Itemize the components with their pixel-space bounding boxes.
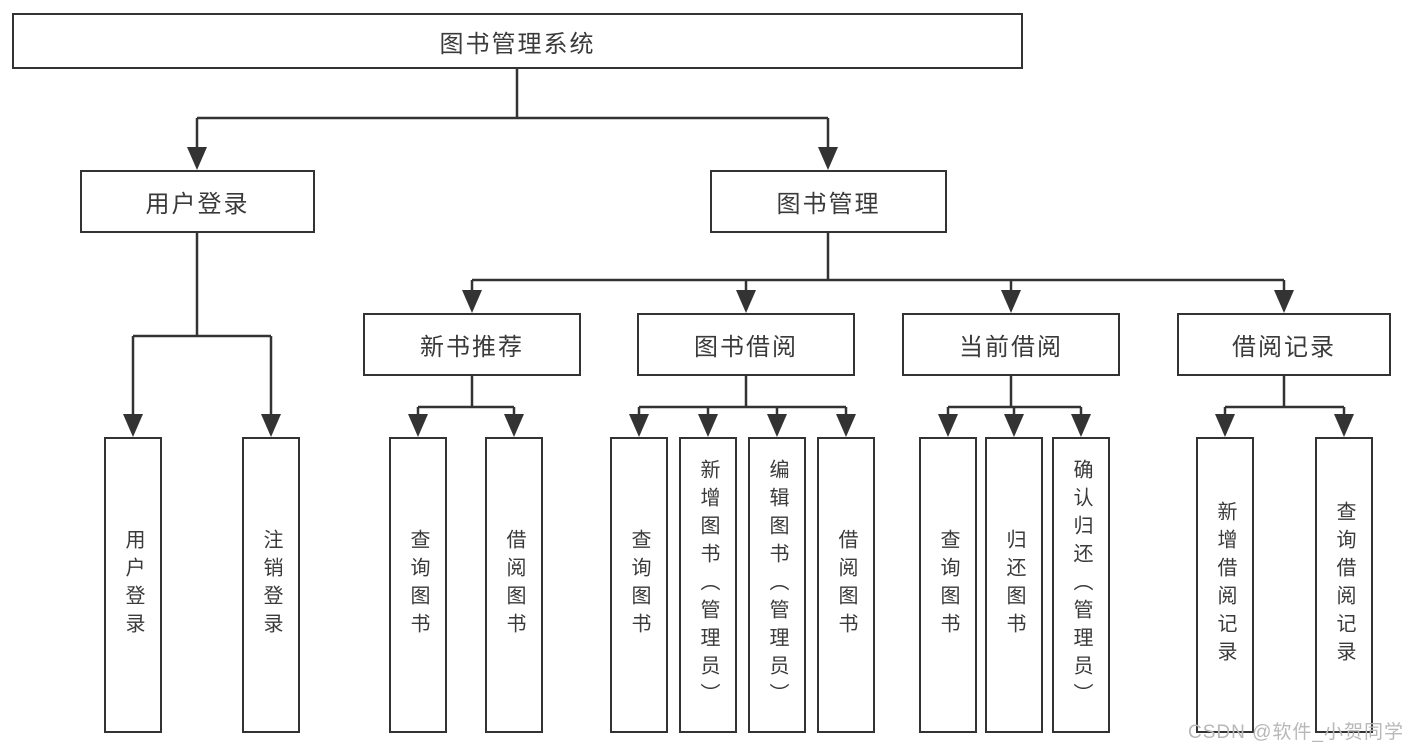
leaf-user-login: 用户登录 bbox=[104, 437, 162, 733]
node-book-management: 图书管理 bbox=[710, 170, 947, 233]
leaf-return-books-label: 归还图书 bbox=[1003, 529, 1025, 641]
node-user-login-label: 用户登录 bbox=[145, 191, 250, 218]
leaf-borrow-books-recommend-label: 借阅图书 bbox=[503, 529, 525, 641]
node-current-borrowing: 当前借阅 bbox=[902, 313, 1120, 376]
leaf-query-books-borrowing-label: 查询图书 bbox=[628, 529, 650, 641]
leaf-add-book-admin-label: 新增图书（管理员） bbox=[697, 459, 719, 711]
leaf-add-borrow-record: 新增借阅记录 bbox=[1196, 437, 1254, 733]
leaf-confirm-return-admin: 确认归还（管理员） bbox=[1052, 437, 1110, 733]
node-new-book-recommend-label: 新书推荐 bbox=[420, 334, 524, 361]
leaf-logout-label: 注销登录 bbox=[260, 529, 282, 641]
leaf-borrow-books-recommend: 借阅图书 bbox=[485, 437, 543, 733]
node-new-book-recommend: 新书推荐 bbox=[363, 313, 581, 376]
leaf-query-borrow-record: 查询借阅记录 bbox=[1315, 437, 1373, 733]
node-book-borrowing: 图书借阅 bbox=[637, 313, 855, 376]
leaf-edit-book-admin-label: 编辑图书（管理员） bbox=[766, 459, 788, 711]
leaf-edit-book-admin: 编辑图书（管理员） bbox=[748, 437, 806, 733]
leaf-logout: 注销登录 bbox=[242, 437, 300, 733]
node-root-label: 图书管理系统 bbox=[439, 30, 596, 58]
leaf-borrow-books-borrowing-label: 借阅图书 bbox=[835, 529, 857, 641]
leaf-query-books-borrowing: 查询图书 bbox=[610, 437, 668, 733]
leaf-query-books-recommend-label: 查询图书 bbox=[407, 529, 429, 641]
node-borrowing-records: 借阅记录 bbox=[1177, 313, 1391, 376]
leaf-query-borrow-record-label: 查询借阅记录 bbox=[1333, 501, 1355, 669]
leaf-query-books-current: 查询图书 bbox=[919, 437, 977, 733]
leaf-query-books-current-label: 查询图书 bbox=[937, 529, 959, 641]
node-borrowing-records-label: 借阅记录 bbox=[1232, 334, 1336, 361]
leaf-borrow-books-borrowing: 借阅图书 bbox=[817, 437, 875, 733]
node-book-borrowing-label: 图书借阅 bbox=[694, 334, 798, 361]
leaf-query-books-recommend: 查询图书 bbox=[389, 437, 447, 733]
csdn-watermark: CSDN @软件_小贺同学 bbox=[1188, 722, 1404, 743]
leaf-add-borrow-record-label: 新增借阅记录 bbox=[1214, 501, 1236, 669]
node-root: 图书管理系统 bbox=[12, 13, 1023, 69]
leaf-user-login-label: 用户登录 bbox=[122, 529, 144, 641]
node-current-borrowing-label: 当前借阅 bbox=[959, 334, 1063, 361]
leaf-add-book-admin: 新增图书（管理员） bbox=[679, 437, 737, 733]
node-user-login: 用户登录 bbox=[80, 170, 315, 233]
node-book-management-label: 图书管理 bbox=[776, 191, 881, 218]
leaf-return-books: 归还图书 bbox=[985, 437, 1043, 733]
leaf-confirm-return-admin-label: 确认归还（管理员） bbox=[1070, 459, 1092, 711]
